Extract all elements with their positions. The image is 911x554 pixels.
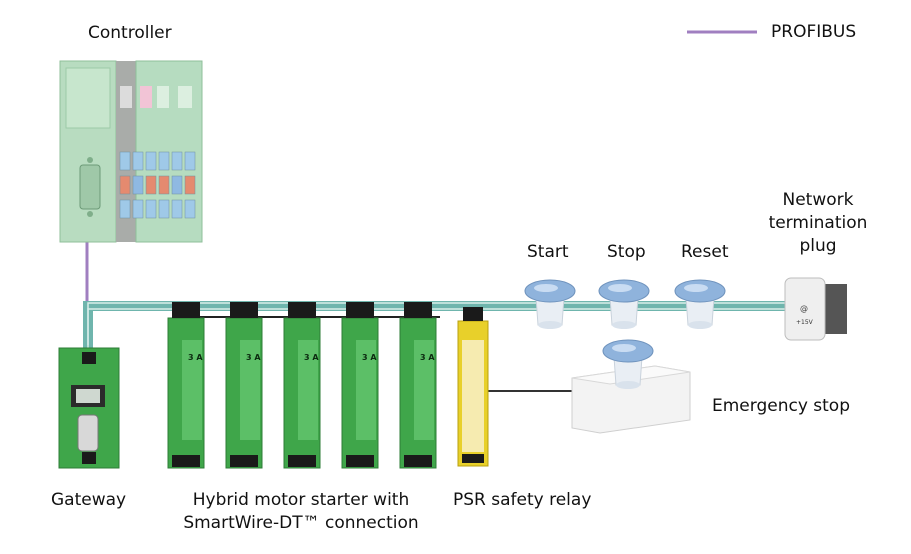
terminal-block-icon xyxy=(132,151,144,171)
stop-pushbutton-icon xyxy=(598,279,650,329)
hybrid-motor-starter-2: 3 A xyxy=(225,302,263,469)
terminal-block-icon xyxy=(145,199,157,219)
hybrid-motor-starter-label: Hybrid motor starter with SmartWire-DT™ … xyxy=(166,489,436,535)
stop-button-label: Stop xyxy=(607,242,646,262)
terminal-block-icon xyxy=(171,151,183,171)
term-label-line2: termination xyxy=(768,213,868,233)
terminal-block-icon xyxy=(132,175,144,195)
terminal-block-icon xyxy=(158,175,170,195)
starter-rating-label: 3 A xyxy=(362,353,377,362)
network-termination-plug-label: Network termination plug xyxy=(758,189,878,258)
hybrid-motor-starter-5: 3 A xyxy=(399,302,437,469)
svg-text:@: @ xyxy=(800,304,808,313)
terminal-block-icon xyxy=(171,199,183,219)
network-termination-plug: @ +15V xyxy=(784,277,847,341)
starter-rating-label: 3 A xyxy=(246,353,261,362)
profibus-legend-label: PROFIBUS xyxy=(771,22,857,42)
terminal-block-icon xyxy=(145,151,157,171)
emergency-stop-label: Emergency stop xyxy=(712,396,851,416)
starter-rating-label: 3 A xyxy=(420,353,435,362)
starter-label-line2: SmartWire-DT™ connection xyxy=(183,513,419,533)
terminal-block-icon xyxy=(184,151,196,171)
reset-button-label: Reset xyxy=(681,242,729,262)
terminal-block-icon xyxy=(119,151,131,171)
term-label-line3: plug xyxy=(799,236,837,256)
gateway-device xyxy=(58,347,120,469)
reset-pushbutton-icon xyxy=(674,279,726,329)
starter-rating-label: 3 A xyxy=(304,353,319,362)
starter-label-line1: Hybrid motor starter with xyxy=(192,490,410,510)
gateway-label: Gateway xyxy=(51,490,127,510)
terminal-block-icon xyxy=(145,175,157,195)
controller-device xyxy=(59,60,203,243)
terminal-block-icon xyxy=(184,199,196,219)
terminal-block-icon xyxy=(184,175,196,195)
pushbuttons xyxy=(524,279,726,389)
hybrid-motor-starter-4: 3 A xyxy=(341,302,379,469)
start-pushbutton-icon xyxy=(524,279,576,329)
terminal-block-icon xyxy=(119,175,131,195)
terminal-block-icon xyxy=(158,151,170,171)
psr-safety-relay-label: PSR safety relay xyxy=(453,490,592,510)
profibus-legend-line xyxy=(687,30,757,34)
hybrid-motor-starter-1: 3 A xyxy=(167,302,205,469)
terminal-block-icon xyxy=(132,199,144,219)
terminal-block-icon xyxy=(158,199,170,219)
emergency-stop-pushbutton-icon xyxy=(602,339,654,389)
start-button-label: Start xyxy=(527,242,569,262)
term-label-line1: Network xyxy=(782,190,854,210)
terminal-block-icon xyxy=(119,199,131,219)
termination-plug-text: +15V xyxy=(796,319,814,326)
starter-rating-label: 3 A xyxy=(188,353,203,362)
hybrid-motor-starters: 3 A 3 A 3 A 3 A 3 A xyxy=(167,302,437,469)
hybrid-motor-starter-3: 3 A xyxy=(283,302,321,469)
terminal-block-icon xyxy=(171,175,183,195)
controller-label: Controller xyxy=(88,23,172,43)
psr-safety-relay xyxy=(457,307,489,467)
